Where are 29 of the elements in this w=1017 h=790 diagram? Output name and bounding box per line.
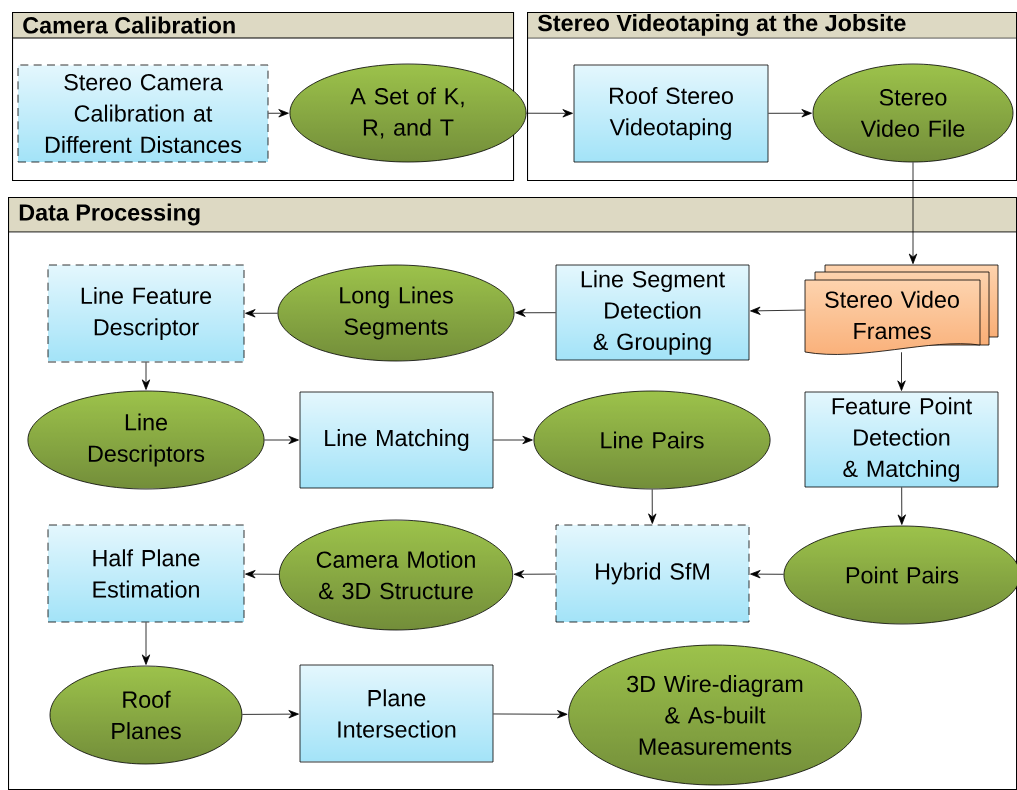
arrow [750, 570, 784, 579]
arrow [493, 710, 568, 719]
dashed-process-box: Hybrid SfM [555, 524, 750, 623]
arrow [245, 309, 278, 318]
document-stack: Stereo Video Frames [804, 264, 999, 355]
arrow [268, 109, 289, 118]
arrow [245, 570, 280, 579]
arrow [897, 351, 906, 391]
dashed-process-box: Half Plane Estimation [47, 524, 245, 623]
arrow [526, 109, 573, 118]
process-box: Line Matching [299, 391, 494, 489]
arrow [264, 435, 299, 445]
arrow [242, 710, 299, 719]
arrow [768, 109, 812, 118]
arrow [141, 362, 151, 390]
arrow [648, 489, 657, 524]
arrow [513, 570, 556, 579]
process-box: Roof Stereo Videotaping [573, 64, 769, 163]
arrow [515, 308, 556, 317]
arrow [908, 162, 918, 265]
dashed-process-box: Stereo Camera Calibration at Different Distances [17, 64, 269, 163]
dashed-process-box: Line Feature Descriptor [47, 264, 245, 363]
process-box: Line Segment Detection & Grouping [555, 264, 750, 361]
process-box: Plane Intersection [299, 664, 494, 763]
arrow [897, 487, 906, 525]
arrow [493, 435, 533, 445]
process-box: Feature Point Detection & Matching [804, 391, 999, 488]
arrow [141, 622, 151, 665]
arrow [750, 306, 806, 315]
